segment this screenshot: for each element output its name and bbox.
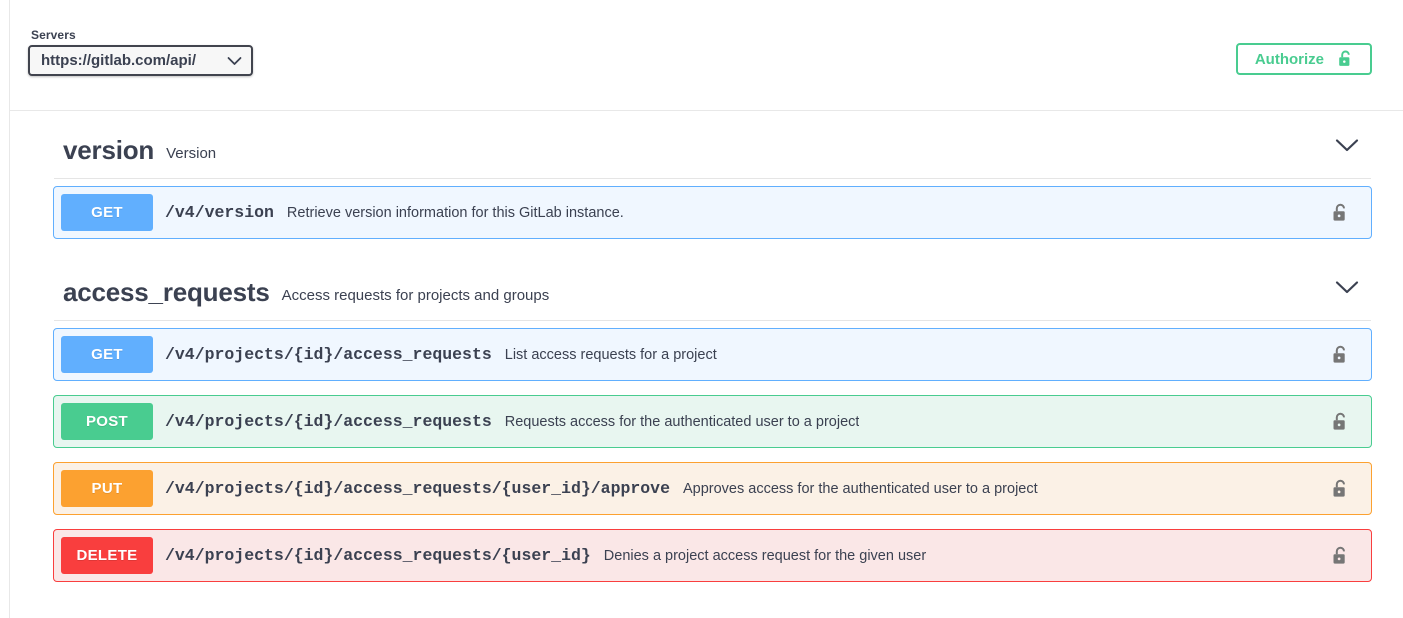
authorize-button[interactable]: Authorize bbox=[1235, 43, 1372, 75]
server-selected-value: https://gitlab.com/api/ bbox=[41, 52, 197, 69]
operation-path: /v4/projects/{id}/access_requests/{user_… bbox=[165, 546, 591, 565]
http-method-badge: DELETE bbox=[61, 537, 153, 574]
operation-summary: Approves access for the authenticated us… bbox=[682, 480, 1038, 497]
tag-section-access-requests: access_requests Access requests for proj… bbox=[10, 253, 1403, 582]
unlock-icon[interactable] bbox=[1332, 479, 1349, 499]
tag-description: Access requests for projects and groups bbox=[281, 287, 550, 304]
chevron-down-icon bbox=[227, 56, 242, 66]
operation-row[interactable]: PUT /v4/projects/{id}/access_requests/{u… bbox=[53, 462, 1372, 515]
unlock-icon[interactable] bbox=[1332, 345, 1349, 365]
operation-path: /v4/projects/{id}/access_requests bbox=[165, 345, 492, 364]
unlock-icon bbox=[1338, 50, 1353, 68]
authorize-button-label: Authorize bbox=[1254, 50, 1324, 68]
operation-summary: Retrieve version information for this Gi… bbox=[286, 204, 624, 221]
unlock-icon[interactable] bbox=[1332, 203, 1349, 223]
tag-header-access-requests[interactable]: access_requests Access requests for proj… bbox=[53, 253, 1372, 320]
servers-bar: Servers https://gitlab.com/api/ Authoriz… bbox=[10, 0, 1403, 111]
operation-row[interactable]: POST /v4/projects/{id}/access_requests R… bbox=[53, 395, 1372, 448]
operation-path: /v4/projects/{id}/access_requests bbox=[165, 412, 492, 431]
http-method-badge: GET bbox=[61, 336, 153, 373]
operation-path: /v4/version bbox=[165, 203, 274, 222]
server-select[interactable]: https://gitlab.com/api/ bbox=[28, 45, 253, 76]
tag-divider bbox=[54, 178, 1371, 179]
http-method-badge: GET bbox=[61, 194, 153, 231]
operation-summary: Requests access for the authenticated us… bbox=[504, 413, 860, 430]
tag-name: version bbox=[63, 135, 155, 165]
http-method-badge: POST bbox=[61, 403, 153, 440]
left-divider bbox=[9, 0, 10, 618]
servers-label: Servers bbox=[31, 28, 76, 42]
chevron-down-icon[interactable] bbox=[1334, 279, 1360, 295]
chevron-down-icon[interactable] bbox=[1334, 137, 1360, 153]
operation-row[interactable]: GET /v4/version Retrieve version informa… bbox=[53, 186, 1372, 239]
tag-description: Version bbox=[166, 145, 217, 162]
tag-name: access_requests bbox=[63, 277, 270, 307]
operation-summary: List access requests for a project bbox=[504, 346, 717, 363]
unlock-icon[interactable] bbox=[1332, 546, 1349, 566]
http-method-badge: PUT bbox=[61, 470, 153, 507]
tag-section-version: version Version GET /v4/version Retrieve… bbox=[10, 111, 1403, 239]
operation-row[interactable]: GET /v4/projects/{id}/access_requests Li… bbox=[53, 328, 1372, 381]
tag-divider bbox=[54, 320, 1371, 321]
tag-header-version[interactable]: version Version bbox=[53, 111, 1372, 178]
operation-row[interactable]: DELETE /v4/projects/{id}/access_requests… bbox=[53, 529, 1372, 582]
operation-summary: Denies a project access request for the … bbox=[603, 547, 927, 564]
servers-block: Servers https://gitlab.com/api/ bbox=[28, 28, 253, 76]
operation-path: /v4/projects/{id}/access_requests/{user_… bbox=[165, 479, 670, 498]
operations-content: version Version GET /v4/version Retrieve… bbox=[10, 111, 1403, 596]
unlock-icon[interactable] bbox=[1332, 412, 1349, 432]
